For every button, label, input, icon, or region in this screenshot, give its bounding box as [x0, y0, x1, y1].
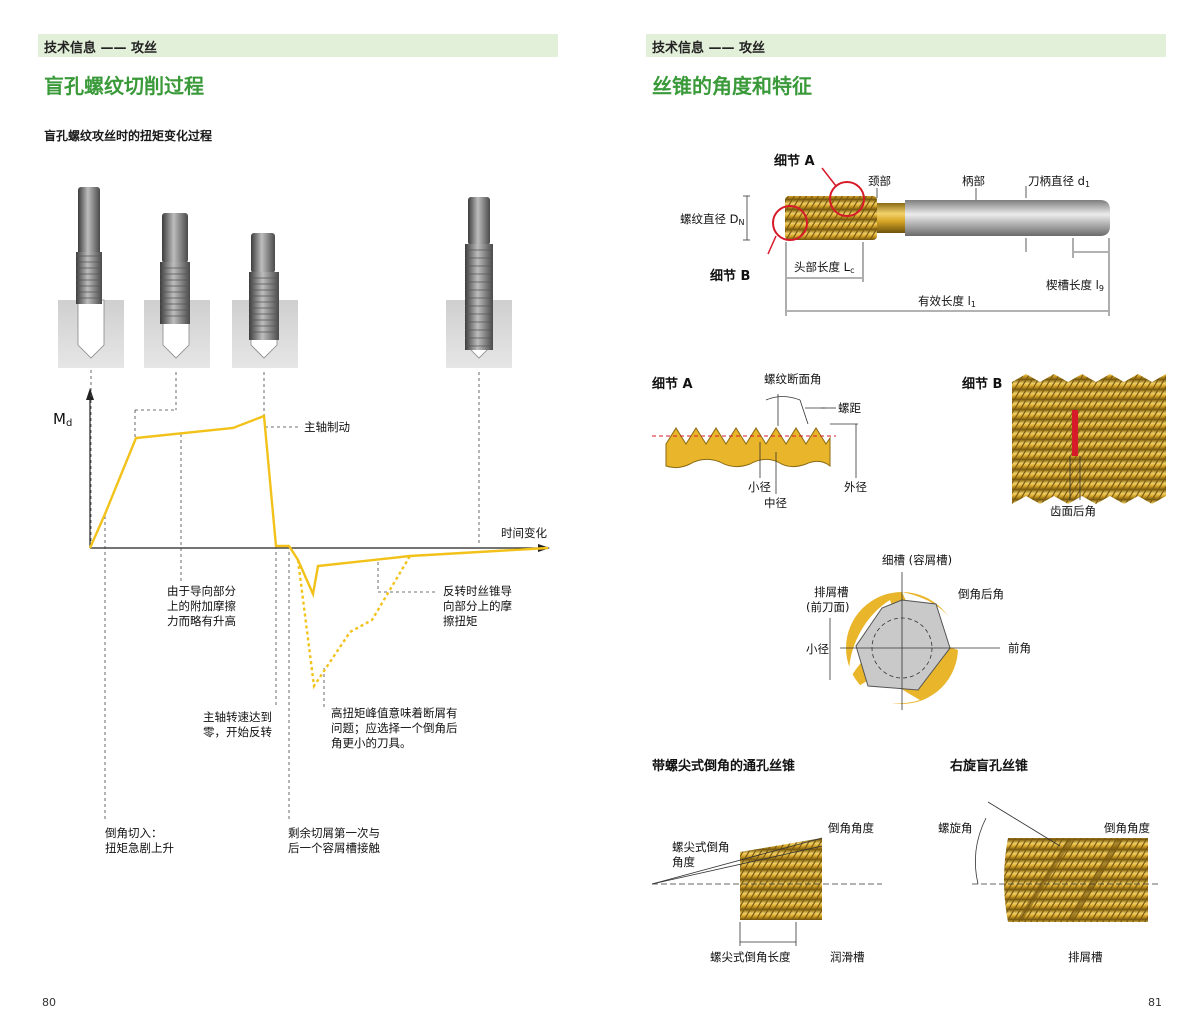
- label-chamfer-relief: 倒角后角: [958, 587, 1004, 601]
- label-flute: 排屑槽: [814, 585, 849, 599]
- detail-b-image: [1012, 374, 1166, 504]
- left-page: 技术信息 —— 攻丝 盲孔螺纹切削过程 盲孔螺纹攻丝时的扭矩变化过程: [38, 34, 558, 1009]
- label-thread-diameter-main: 螺纹直径 D: [680, 212, 739, 226]
- label-flute-sub: (前刀面): [806, 600, 850, 614]
- label-minor-diameter: 小径: [748, 480, 771, 494]
- spiral-point-tap: [651, 837, 882, 946]
- workpiece-blocks: [58, 299, 512, 368]
- y-axis-label: Md: [53, 412, 72, 431]
- section-header: 技术信息 —— 攻丝: [652, 41, 766, 56]
- label-detail-a: 细节 A: [774, 154, 815, 169]
- label-square-length-sub: 9: [1098, 284, 1104, 293]
- torque-diagram: [58, 187, 550, 820]
- label-head-length: 头部长度 Lc: [794, 260, 854, 278]
- annotation-chamfer-cut: 倒角切入： 扭矩急剧上升: [105, 826, 174, 855]
- y-axis-label-sub: d: [65, 418, 73, 429]
- label-neck: 颈部: [868, 174, 891, 188]
- label-head-length-sub: c: [850, 266, 855, 275]
- annotation-spindle-zero: 主轴转速达到 零，开始反转: [203, 710, 272, 739]
- torque-curve: [88, 414, 549, 599]
- label-effective-length-sub: 1: [970, 300, 976, 309]
- tap-overview: [743, 167, 1110, 316]
- label-chamfer-angle-1: 倒角角度: [828, 821, 874, 835]
- label-shank-diameter-sub: 1: [1084, 180, 1091, 189]
- detail-a-title: 细节 A: [652, 377, 693, 392]
- page-subtitle: 盲孔螺纹攻丝时的扭矩变化过程: [44, 129, 213, 143]
- leader-lines: [90, 370, 480, 820]
- label-square-length: 楔槽长度 l9: [1046, 278, 1104, 296]
- label-thread-diameter: 螺纹直径 DN: [680, 212, 745, 230]
- label-flute-2: 排屑槽: [1068, 950, 1103, 964]
- annotation-spindle-brake: 主轴制动: [304, 420, 350, 434]
- annotation-guide-friction: 由于导向部分 上的附加摩擦 力而略有升高: [167, 584, 236, 628]
- label-point-length: 螺尖式倒角长度: [710, 950, 791, 964]
- label-effective-length: 有效长度 l1: [918, 294, 976, 312]
- label-rake-angle: 前角: [1008, 641, 1031, 655]
- label-shank: 柄部: [962, 174, 985, 188]
- right-page: 技术信息 —— 攻丝 丝锥的角度和特征: [600, 0, 1200, 1028]
- x-axis-label: 时间变化: [501, 526, 547, 540]
- y-axis-label-main: M: [53, 410, 66, 428]
- page-title: 丝锥的角度和特征: [652, 74, 812, 98]
- label-flank-relief: 齿面后角: [1050, 504, 1096, 518]
- label-shank-diameter-main: 刀柄直径 d: [1028, 174, 1085, 188]
- label-thread-diameter-sub: N: [738, 218, 745, 227]
- spiral-flute-title: 右旋盲孔丝锥: [950, 759, 1029, 774]
- label-detail-b: 细节 B: [710, 269, 751, 284]
- label-profile-angle: 螺纹断面角: [764, 372, 822, 386]
- torque-peak-curve: [296, 555, 412, 690]
- label-pitch: 螺距: [838, 401, 861, 415]
- label-major-diameter: 外径: [844, 480, 867, 494]
- section-header-bar: 技术信息 —— 攻丝: [38, 34, 558, 57]
- tap-diagrams: [651, 167, 1166, 946]
- section-header-bar: 技术信息 —— 攻丝: [646, 34, 1166, 57]
- annotation-high-peak: 高扭矩峰值意味着断屑有 问题；应选择一个倒角后 角更小的刀具。: [331, 706, 458, 750]
- spiral-flute-tap: [972, 801, 1160, 922]
- page-number: 80: [42, 996, 56, 1009]
- detail-b-title: 细节 B: [962, 377, 1003, 392]
- detail-a-profile: [652, 394, 858, 494]
- label-cross-minor: 小径: [806, 642, 829, 656]
- annotation-remaining-chip: 剩余切屑第一次与 后一个容屑槽接触: [288, 826, 380, 855]
- label-chamfer-angle-2: 倒角角度: [1104, 821, 1150, 835]
- label-core: 细槽 (容屑槽): [882, 553, 953, 567]
- label-square-length-main: 楔槽长度 l: [1046, 278, 1099, 292]
- page-title: 盲孔螺纹切削过程: [44, 74, 204, 98]
- annotation-reverse-friction: 反转时丝锥导 向部分上的摩 擦扭矩: [443, 584, 512, 628]
- label-shank-diameter: 刀柄直径 d1: [1028, 174, 1090, 192]
- label-pitch-diameter: 中径: [764, 496, 787, 510]
- section-header: 技术信息 —— 攻丝: [44, 41, 158, 56]
- label-lube-groove: 润滑槽: [830, 950, 865, 964]
- label-head-length-main: 头部长度 L: [794, 260, 851, 274]
- label-effective-length-main: 有效长度 l: [918, 294, 971, 308]
- spiral-point-title: 带螺尖式倒角的通孔丝锥: [652, 759, 796, 774]
- label-helix-angle: 螺旋角: [938, 821, 973, 835]
- label-point-angle: 螺尖式倒角 角度: [672, 840, 730, 869]
- tap-cross-section: [829, 572, 1000, 710]
- page-number: 81: [1148, 996, 1162, 1009]
- chart-axes: [86, 388, 550, 552]
- tap-illustrations: [76, 187, 493, 350]
